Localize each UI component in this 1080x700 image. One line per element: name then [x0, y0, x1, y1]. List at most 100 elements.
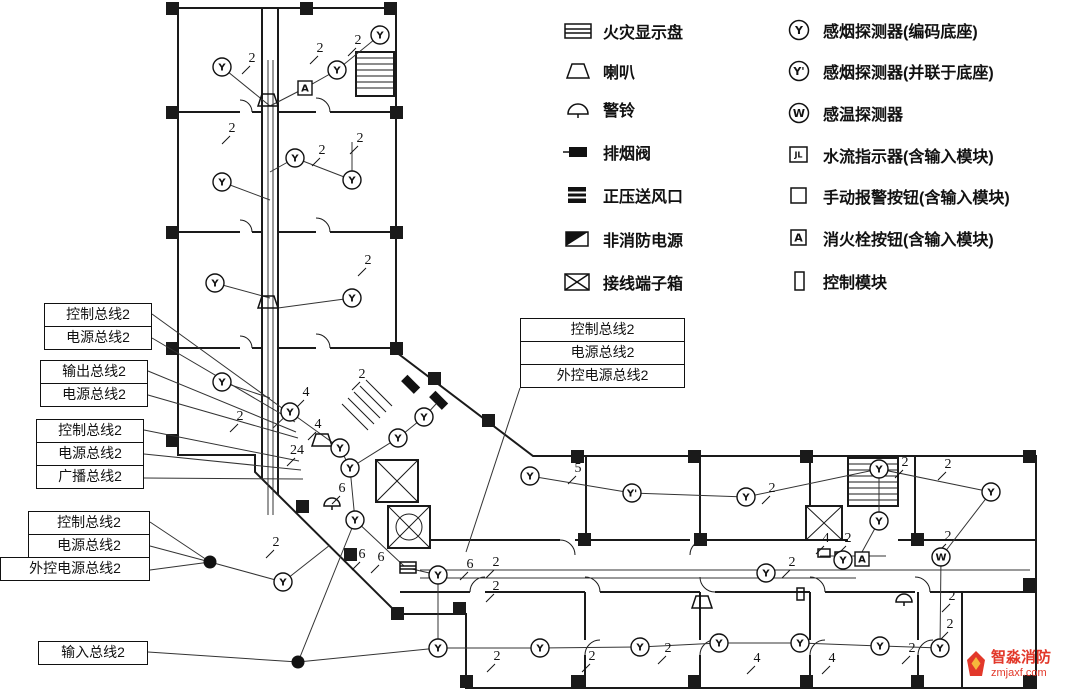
- wire-count-label: 2: [789, 555, 796, 570]
- wire-tick: [761, 495, 771, 505]
- bus-label-box: 电源总线2: [520, 341, 685, 365]
- wire-tick: [821, 665, 831, 675]
- legend-label: 感烟探测器(并联于底座): [823, 65, 994, 82]
- legend-label: 消火栓按钮(含输入模块): [823, 232, 994, 249]
- wire-count-label: 6: [339, 481, 346, 496]
- wire-tick: [485, 569, 495, 579]
- smoke-exhaust-valve-icon: [563, 147, 587, 157]
- detector-letter: Y: [795, 639, 804, 650]
- wire-count-label: 2: [902, 455, 909, 470]
- bus-label-box: 控制总线2: [520, 318, 685, 342]
- wire-count-label: 2: [493, 555, 500, 570]
- legend-label: 感烟探测器(编码底座): [823, 24, 978, 41]
- watermark-brand: 智淼消防: [991, 649, 1052, 666]
- detector-letter: Y: [838, 556, 847, 567]
- watermark-logo-icon: [967, 651, 985, 677]
- smoke-detector-symbol: [280, 402, 300, 422]
- smoke-detector-symbol: [833, 550, 853, 570]
- legend-label: 正压送风口: [603, 189, 684, 206]
- smoke-detector-symbol: [709, 633, 729, 653]
- bus-label-box: 电源总线2: [40, 383, 148, 407]
- legend-label: 非消防电源: [603, 233, 684, 250]
- legend-item-manual-call-point: 手动报警按钮(含输入模块): [786, 185, 1010, 207]
- wire-count-label: 4: [315, 417, 322, 432]
- detector-letter: Y: [285, 408, 294, 419]
- wire-count-label: 2: [355, 33, 362, 48]
- smoke-detector-symbol: [930, 638, 950, 658]
- wire-count-label: 2: [229, 121, 236, 136]
- wire-tick: [351, 381, 361, 391]
- elevator-shaft: [375, 459, 419, 503]
- svg-text:W: W: [793, 107, 805, 120]
- smoke-detector-symbol: [345, 510, 365, 530]
- smoke-detector-symbol: [340, 458, 360, 478]
- wire-tick: [937, 471, 947, 481]
- smoke-detector-icon: Y: [788, 19, 810, 41]
- legend-label: 喇叭: [603, 65, 636, 82]
- detector-letter: Y: [217, 378, 226, 389]
- legend-item-pressure-air-vent: 正压送风口: [563, 184, 683, 206]
- detector-letter: Y: [874, 517, 883, 528]
- smoke-detector-symbol: [414, 407, 434, 427]
- smoke-detector-symbol: [428, 565, 448, 585]
- legend-label: 手动报警按钮(含输入模块): [823, 190, 1010, 207]
- wire-tick: [331, 495, 341, 505]
- svg-text:A: A: [794, 232, 803, 245]
- legend-label: 火灾显示盘: [603, 25, 684, 42]
- wire-count-label: 2: [249, 51, 256, 66]
- speaker-symbol: [690, 595, 714, 609]
- smoke-detector-symbol: [736, 487, 756, 507]
- control-module-symbol: [817, 548, 831, 558]
- wire-tick: [221, 135, 231, 145]
- legend-item-control-module: 控制模块: [786, 270, 887, 292]
- smoke-detector-symbol: [388, 428, 408, 448]
- wire-count-label: 2: [319, 143, 326, 158]
- bus-label-box: 广播总线2: [36, 465, 144, 489]
- svg-text:Y: Y: [794, 24, 804, 37]
- heat-detector-symbol: [931, 547, 951, 567]
- legend-item-smoke-exhaust-valve: 排烟阀: [563, 141, 651, 163]
- detector-letter: Y': [626, 489, 637, 500]
- legend-item-alarm-bell: 警铃: [563, 98, 635, 120]
- detector-letter: Y: [290, 154, 299, 165]
- detector-letter: Y: [874, 465, 883, 476]
- detector-letter: Y: [986, 488, 995, 499]
- detector-letter: Y: [278, 578, 287, 589]
- terminal-box-symbol: [805, 505, 843, 541]
- alarm-bell-icon: [567, 103, 589, 118]
- speaker-icon: [565, 63, 591, 79]
- smoke-detector-symbol: [622, 483, 642, 503]
- wire-count-label: 4: [303, 385, 310, 400]
- detector-letter: Y: [419, 413, 428, 424]
- bus-label-box: 电源总线2: [44, 326, 152, 350]
- wire-count-label: 5: [575, 461, 582, 476]
- hydrant-button-letter: A: [301, 84, 309, 95]
- smoke-exhaust-valve-symbol: [401, 374, 421, 394]
- alarm-bell-symbol: [895, 593, 913, 606]
- smoke-detector-symbol: [790, 633, 810, 653]
- junction-dot: [291, 655, 305, 669]
- hydrant-button-symbol: [854, 551, 870, 567]
- control-module-icon: [794, 271, 805, 291]
- smoke-detector-symbol: [756, 563, 776, 583]
- smoke-detector-symbol: [520, 466, 540, 486]
- hydrant-button-icon: A: [790, 229, 807, 246]
- wire-count-label: 6: [359, 547, 366, 562]
- smoke-detector-symbol: [285, 148, 305, 168]
- detector-letter: Y: [433, 571, 442, 582]
- wire-tick: [241, 65, 251, 75]
- legend-item-heat-detector: W 感温探测器: [786, 102, 903, 124]
- wire-tick: [307, 431, 317, 441]
- legend-label: 水流指示器(含输入模块): [823, 149, 994, 166]
- wire-count-label: 4: [823, 531, 830, 546]
- control-module-symbol: [796, 587, 805, 601]
- legend-item-water-flow-indicator: JL 水流指示器(含输入模块): [786, 144, 994, 166]
- smoke-detector-symbol: [330, 438, 350, 458]
- wire-tick: [657, 655, 667, 665]
- stairwell: [355, 51, 395, 97]
- elevator-shaft: [387, 505, 431, 549]
- smoke-detector-symbol: [870, 636, 890, 656]
